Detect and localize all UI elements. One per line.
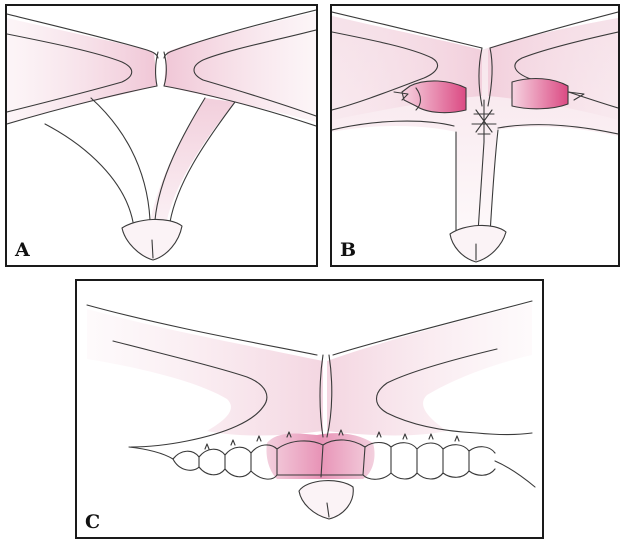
panel-label-b: B	[340, 241, 356, 260]
central-bulge	[266, 433, 374, 479]
tip-shape	[299, 481, 353, 519]
left-arm-fill	[7, 18, 157, 124]
left-leg-outer	[45, 124, 133, 222]
left-arm-fill	[87, 309, 323, 436]
panel-b-illustration	[332, 6, 618, 265]
tip-shape	[450, 225, 506, 262]
panel-label-c: C	[85, 513, 100, 532]
left-skin-line	[129, 447, 173, 459]
panel-c-illustration	[77, 281, 542, 537]
panel-a-illustration	[7, 6, 316, 265]
right-arm-fill	[327, 303, 532, 436]
right-flap	[512, 79, 568, 109]
right-leg-fill	[150, 98, 235, 222]
panel-a: A	[5, 4, 318, 267]
right-arm-fill	[164, 12, 316, 122]
left-leg-inner	[91, 98, 150, 220]
panel-c: C	[75, 279, 544, 539]
panel-label-a: A	[15, 241, 30, 260]
panel-b: B	[330, 4, 620, 267]
right-skin-line	[495, 461, 535, 487]
